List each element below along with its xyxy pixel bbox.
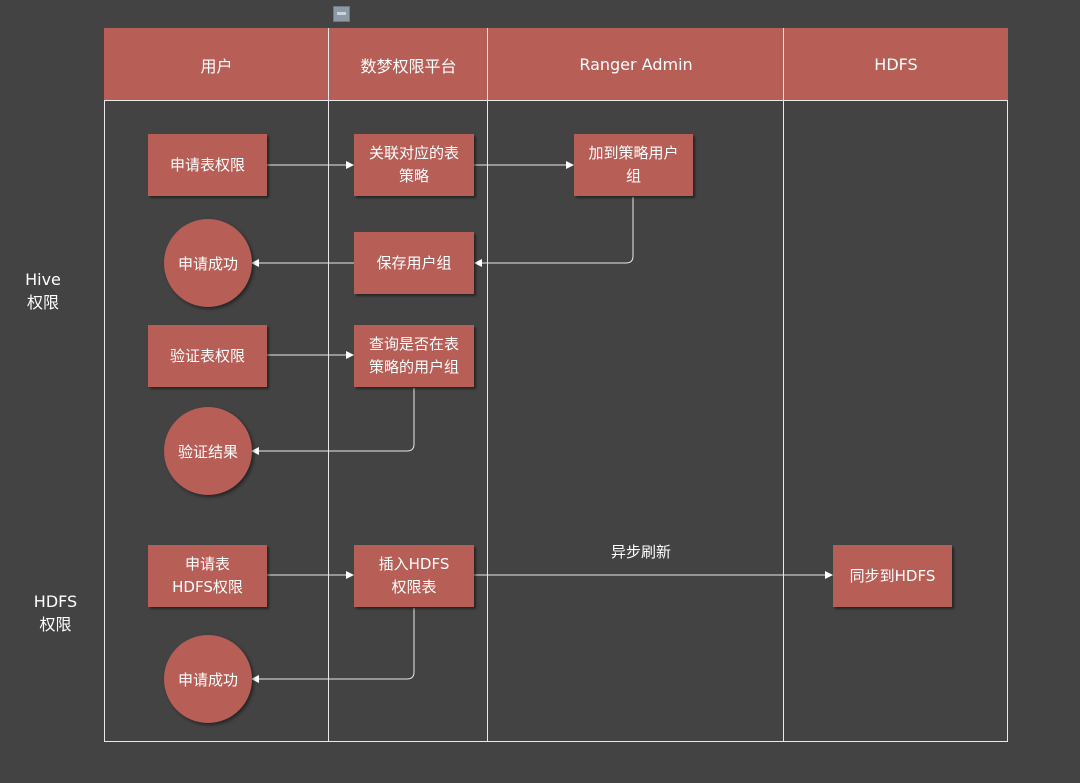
node-add-policy-user-group[interactable]: 加到策略用户 组 bbox=[574, 134, 693, 196]
node-apply-hdfs-permission[interactable]: 申请表 HDFS权限 bbox=[148, 545, 267, 607]
row-label-hdfs: HDFS 权限 bbox=[33, 592, 78, 634]
row-label-hive: Hive 权限 bbox=[25, 270, 61, 312]
node-save-user-group[interactable]: 保存用户组 bbox=[354, 232, 474, 294]
lane-divider bbox=[783, 28, 784, 742]
node-verify-table-permission[interactable]: 验证表权限 bbox=[148, 325, 267, 387]
node-verify-result[interactable]: 验证结果 bbox=[164, 407, 252, 495]
node-sync-to-hdfs[interactable]: 同步到HDFS bbox=[833, 545, 952, 607]
edge-label-async-refresh: 异步刷新 bbox=[611, 543, 672, 561]
lane-header-user: 用户 bbox=[104, 28, 329, 101]
node-insert-hdfs-permission[interactable]: 插入HDFS 权限表 bbox=[354, 545, 474, 607]
lane-header-hdfs: HDFS bbox=[784, 28, 1008, 101]
node-apply-success-hdfs[interactable]: 申请成功 bbox=[164, 635, 252, 723]
node-link-table-policy[interactable]: 关联对应的表 策略 bbox=[354, 134, 474, 196]
header-divider bbox=[104, 100, 1008, 101]
node-apply-success-hive[interactable]: 申请成功 bbox=[164, 219, 252, 307]
lane-header-ranger: Ranger Admin bbox=[488, 28, 784, 101]
node-query-policy-user-group[interactable]: 查询是否在表 策略的用户组 bbox=[354, 325, 474, 387]
window-icon bbox=[333, 6, 350, 22]
lane-divider bbox=[328, 28, 329, 742]
lane-divider bbox=[487, 28, 488, 742]
lane-header-platform: 数梦权限平台 bbox=[329, 28, 488, 101]
node-apply-table-permission[interactable]: 申请表权限 bbox=[148, 134, 267, 196]
